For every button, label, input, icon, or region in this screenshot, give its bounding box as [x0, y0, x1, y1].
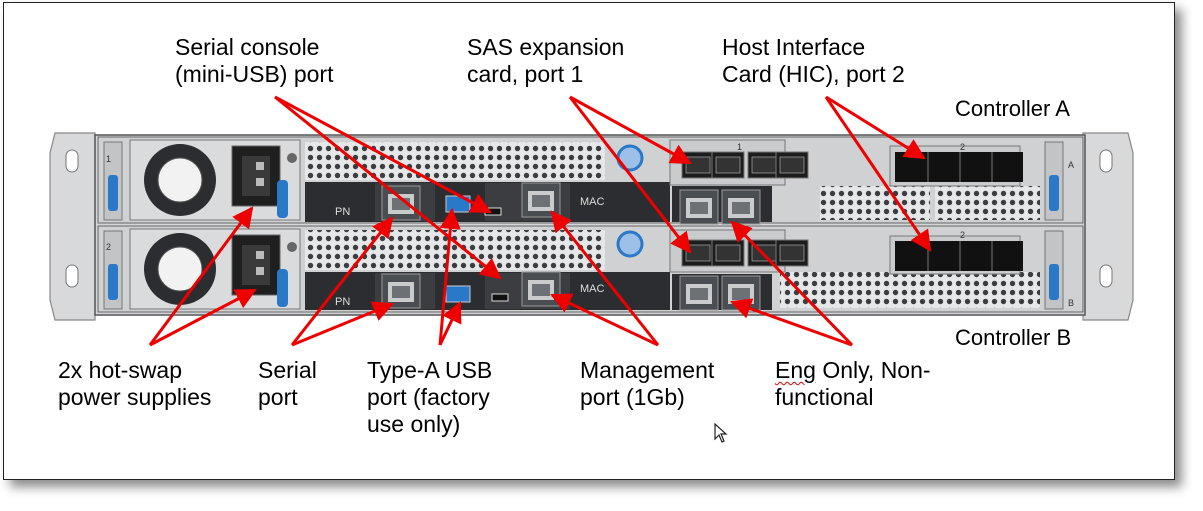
arrow-psu-a: [148, 206, 254, 346]
arrow-sas-b: [568, 96, 692, 254]
slot1-label-a: 1: [737, 142, 742, 152]
callout-serial-console: Serial console (mini-USB) port: [175, 34, 334, 87]
eng-only-rest: Only, Non- functional: [775, 357, 931, 410]
side-b-label: B: [1068, 298, 1074, 308]
arrow-serial-b: [291, 301, 394, 347]
psu2-label: 2: [106, 242, 111, 252]
callout-eng-only: Eng Only, Non- functional: [775, 357, 931, 411]
arrow-eng-a: [730, 220, 854, 347]
callout-hic: Host Interface Card (HIC), port 2: [722, 34, 905, 87]
slot2-label-b: 2: [960, 230, 965, 240]
arrow-hic-b: [824, 96, 932, 252]
eng-word: Eng: [775, 357, 816, 383]
arrow-hic-a: [825, 95, 926, 160]
rack-ear-right: [1082, 132, 1134, 321]
arrow-serial-console-a: [274, 95, 492, 214]
arrow-mgmt-b: [550, 293, 659, 347]
side-a-label: A: [1068, 160, 1074, 170]
arrow-psu-b: [149, 288, 257, 347]
pn-label-a: PN: [335, 206, 350, 218]
rack-ear-left: [49, 132, 96, 321]
arrow-mgmt-a: [550, 210, 660, 346]
callout-usb-port: Type-A USB port (factory use only): [367, 357, 493, 437]
callout-management-port: Management port (1Gb): [580, 357, 715, 410]
panel-labels: PN PN MAC MAC 1 1 2 2 1 2 A B: [106, 142, 1074, 308]
arrow-serial-a: [290, 216, 394, 346]
arrow-usb-a: [438, 207, 461, 346]
controller-a-canister: [97, 136, 1084, 225]
slot2-label-a: 2: [960, 142, 965, 152]
pn-label-b: PN: [335, 296, 350, 308]
controller-a-label: Controller A: [955, 96, 1070, 121]
arrow-eng-b: [730, 298, 853, 347]
arrow-usb-b: [438, 301, 462, 346]
mac-label-b: MAC: [580, 283, 605, 295]
mac-label-a: MAC: [580, 196, 605, 208]
callout-arrows: [148, 95, 932, 347]
callout-power-supplies: 2x hot-swap power supplies: [58, 357, 212, 410]
mouse-cursor-icon: [714, 423, 728, 443]
controller-b-canister: [97, 225, 1084, 313]
callout-sas-expansion: SAS expansion card, port 1: [467, 34, 625, 87]
psu1-label: 1: [106, 154, 111, 164]
controller-b-label: Controller B: [955, 325, 1072, 350]
arrow-serial-console-b: [274, 95, 502, 280]
callout-serial-port: Serial port: [258, 357, 317, 410]
arrow-sas-a: [569, 95, 692, 165]
